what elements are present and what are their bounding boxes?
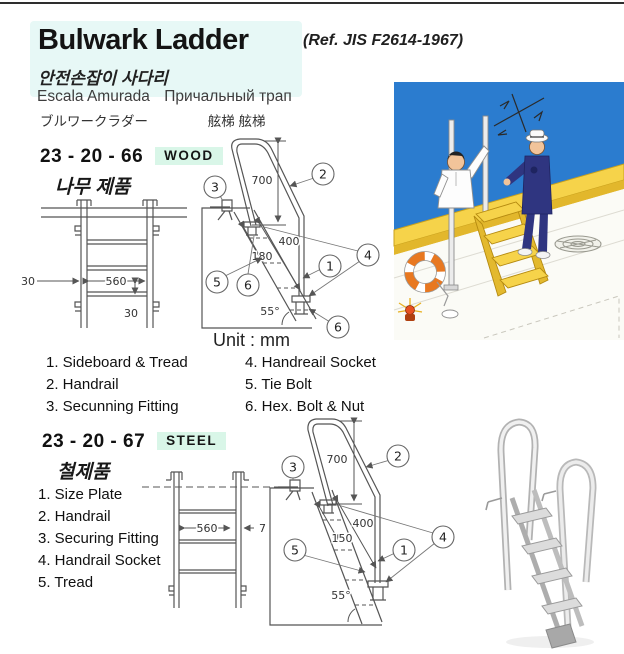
reference-label: (Ref. JIS F2614-1967) bbox=[303, 32, 464, 49]
steel-dim-150: 150 bbox=[332, 532, 353, 545]
svg-text:3: 3 bbox=[289, 460, 297, 475]
deck-illustration bbox=[393, 82, 624, 340]
wood-front-view-diagram: 30 560 30 bbox=[20, 199, 187, 328]
svg-text:5: 5 bbox=[213, 275, 221, 290]
svg-text:4: 4 bbox=[439, 530, 447, 545]
sailor-left bbox=[433, 145, 490, 319]
wood-part-heading: 23 - 20 - 66 WOOD bbox=[40, 146, 223, 168]
title-highlight bbox=[30, 21, 302, 97]
steel-part-item: 5. Tread bbox=[38, 574, 94, 591]
steel-callout-5: 5 bbox=[283, 538, 307, 562]
wood-dim-step: 30 bbox=[124, 307, 138, 320]
wood-dim-rail: 30 bbox=[21, 275, 35, 288]
sailor-right bbox=[503, 129, 553, 259]
life-ring bbox=[404, 251, 449, 307]
page-title: Bulwark Ladder bbox=[38, 24, 249, 56]
wood-dim-400: 400 bbox=[279, 235, 300, 248]
steel-ladder-photo bbox=[485, 418, 597, 649]
steel-korean-label: 철제품 bbox=[57, 462, 110, 483]
wood-dim-180: 180 bbox=[252, 250, 273, 263]
steel-callout-4: 4 bbox=[431, 525, 455, 549]
rope-coil bbox=[554, 235, 602, 253]
steel-parts-list: 1. Size Plate 2. Handrail 3. Securing Fi… bbox=[38, 484, 161, 594]
korean-subtitle: 안전손잡이 사다리 bbox=[38, 69, 168, 88]
steel-part-heading: 23 - 20 - 67 STEEL bbox=[42, 431, 227, 453]
steel-material-badge: STEEL bbox=[157, 432, 227, 450]
wood-korean-label: 나무 제품 bbox=[55, 177, 131, 198]
wood-dim-700: 700 bbox=[252, 174, 273, 187]
international-names: Escala Amurada Причальный трап bbox=[37, 88, 292, 106]
wood-dim-angle: 55° bbox=[260, 305, 280, 318]
svg-text:3: 3 bbox=[211, 180, 219, 195]
wood-side-view-diagram: 700 400 180 55° 3 2 5 6 1 4 6 bbox=[201, 137, 380, 339]
asian-names: ブルワークラダー 舷梯 舷梯 bbox=[40, 110, 266, 130]
spanish-name: Escala Amurada bbox=[37, 88, 150, 105]
wood-dim-width: 560 bbox=[106, 275, 127, 288]
steel-dim-width: 560 bbox=[197, 522, 218, 535]
svg-text:6: 6 bbox=[334, 320, 342, 335]
russian-name: Причальный трап bbox=[164, 88, 292, 105]
svg-text:6: 6 bbox=[244, 278, 252, 293]
wood-part-number: 23 - 20 - 66 bbox=[40, 146, 144, 167]
wood-callout-6: 6 bbox=[236, 273, 260, 297]
wood-callout-2: 2 bbox=[311, 162, 335, 186]
steel-side-view-diagram: 700 400 150 55° 3 2 5 1 4 bbox=[269, 417, 455, 626]
wood-parts-list-right: 4. Handreail Socket 5. Tie Bolt 6. Hex. … bbox=[245, 352, 376, 418]
steel-part-item: 2. Handrail bbox=[38, 508, 111, 525]
wood-part-item: 2. Handrail bbox=[46, 376, 119, 393]
wood-material-badge: WOOD bbox=[155, 147, 223, 165]
wood-part-item: 1. Sideboard & Tread bbox=[46, 354, 188, 371]
signal-lamp bbox=[397, 298, 423, 321]
svg-text:4: 4 bbox=[364, 248, 372, 263]
steel-callout-1: 1 bbox=[392, 538, 416, 562]
wood-part-item: 6. Hex. Bolt & Nut bbox=[245, 398, 365, 415]
steel-callout-3: 3 bbox=[281, 455, 305, 479]
svg-text:2: 2 bbox=[319, 167, 327, 182]
steel-part-item: 1. Size Plate bbox=[38, 486, 123, 503]
svg-text:1: 1 bbox=[326, 259, 334, 274]
unit-label: Unit : mm bbox=[213, 330, 291, 350]
wood-callout-3: 3 bbox=[203, 175, 227, 199]
top-border bbox=[0, 2, 624, 4]
steel-part-number: 23 - 20 - 67 bbox=[42, 431, 146, 452]
wood-callout-5: 5 bbox=[205, 270, 229, 294]
wood-part-item: 3. Secunning Fitting bbox=[46, 398, 179, 415]
steel-part-item: 3. Securing Fitting bbox=[38, 530, 159, 547]
steel-callout-2: 2 bbox=[386, 444, 410, 468]
antenna-sparks bbox=[493, 93, 545, 136]
steel-dim-700: 700 bbox=[327, 453, 348, 466]
wood-part-item: 5. Tie Bolt bbox=[245, 376, 312, 393]
wood-parts-list-left: 1. Sideboard & Tread 2. Handrail 3. Secu… bbox=[46, 352, 188, 418]
steel-dim-angle: 55° bbox=[331, 589, 351, 602]
steel-part-item: 4. Handrail Socket bbox=[38, 552, 161, 569]
chinese-name: 舷梯 舷梯 bbox=[207, 114, 266, 129]
steel-dim-thickness: 7 bbox=[259, 522, 266, 535]
wood-callout-1: 1 bbox=[318, 254, 342, 278]
steel-front-view-diagram: 560 7 bbox=[142, 471, 288, 608]
wood-part-item: 4. Handreail Socket bbox=[245, 354, 376, 371]
svg-text:2: 2 bbox=[394, 449, 402, 464]
boarding-ladder bbox=[473, 201, 549, 297]
steel-dim-400: 400 bbox=[353, 517, 374, 530]
svg-text:5: 5 bbox=[291, 543, 299, 558]
wood-callout-6b: 6 bbox=[326, 315, 350, 339]
japanese-name: ブルワークラダー bbox=[40, 114, 148, 129]
svg-text:1: 1 bbox=[400, 543, 408, 558]
wood-callout-4: 4 bbox=[356, 243, 380, 267]
